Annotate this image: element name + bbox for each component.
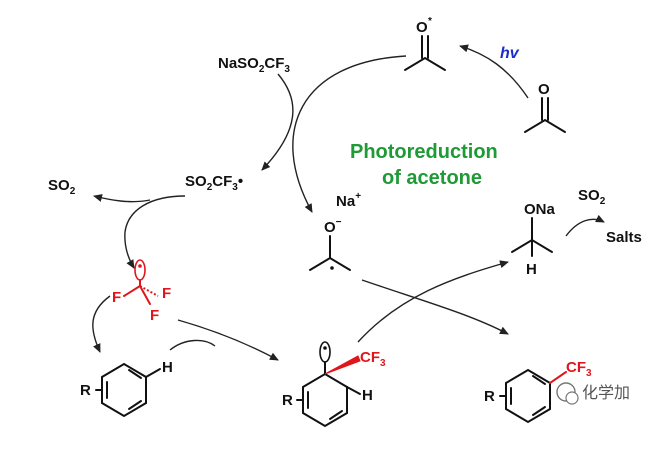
addition-arrow xyxy=(177,319,279,361)
arene-h: H xyxy=(162,359,173,376)
acetone: O xyxy=(524,81,566,133)
radical-to-cf3-arrow xyxy=(124,195,186,269)
trifluoromethyl-arene: CF3 R xyxy=(484,359,592,424)
f-right: F xyxy=(162,285,171,302)
intermediate-r: R xyxy=(282,392,293,409)
hv-label: hv xyxy=(500,45,520,62)
f-bottom: F xyxy=(150,307,159,324)
product-r: R xyxy=(484,388,495,405)
title-line-1: Photoreduction xyxy=(350,141,498,163)
arene-join-arrow xyxy=(169,339,216,351)
rearomatization-arrow xyxy=(357,260,509,343)
alkoxide-ona: ONa xyxy=(524,201,556,218)
cyclohexadienyl-intermediate: CF3 H R xyxy=(282,341,386,428)
alkoxide-h: H xyxy=(526,261,537,278)
cycle-arrow-left xyxy=(292,55,407,213)
hv-arrow xyxy=(459,44,529,99)
radical-dot xyxy=(330,266,334,270)
salts-label: Salts xyxy=(606,229,642,246)
ketyl-o: O− xyxy=(324,217,342,236)
alkoxide: ONa H xyxy=(511,201,556,278)
watermark-text: 化学加 xyxy=(582,383,630,402)
cf3-radical: F F F xyxy=(112,259,171,324)
product-cf3: CF3 xyxy=(566,359,592,379)
ketyl-to-product-arrow xyxy=(361,279,509,335)
arene: H R xyxy=(80,359,173,418)
f-left: F xyxy=(112,289,121,306)
sulfonyl-radical-label: SO2CF3• xyxy=(185,173,243,193)
arrows xyxy=(92,44,605,361)
wechat-icon xyxy=(556,382,576,402)
watermark: 化学加 xyxy=(556,382,630,405)
so2-release-arrow xyxy=(93,194,151,203)
arene-r: R xyxy=(80,382,91,399)
reagent-label: NaSO2CF3 xyxy=(218,55,290,75)
cf3-to-arene-arrow xyxy=(92,295,111,353)
ketyl-radical: Na+ O− xyxy=(309,191,361,271)
acetone-o-label: O xyxy=(538,81,550,98)
alkoxide-to-salts-arrow xyxy=(565,214,605,237)
excited-acetone: O * xyxy=(404,16,446,71)
excited-o-label: O xyxy=(416,19,428,36)
intermediate-cf3: CF3 xyxy=(360,349,386,369)
intermediate-h: H xyxy=(362,387,373,404)
so2-left-label: SO2 xyxy=(48,177,76,197)
reagent-to-radical-arrow xyxy=(261,73,294,171)
excited-star: * xyxy=(428,16,432,27)
title-line-2: of acetone xyxy=(382,167,482,189)
so2-right-label: SO2 xyxy=(578,187,606,207)
ketyl-na: Na+ xyxy=(336,191,361,210)
